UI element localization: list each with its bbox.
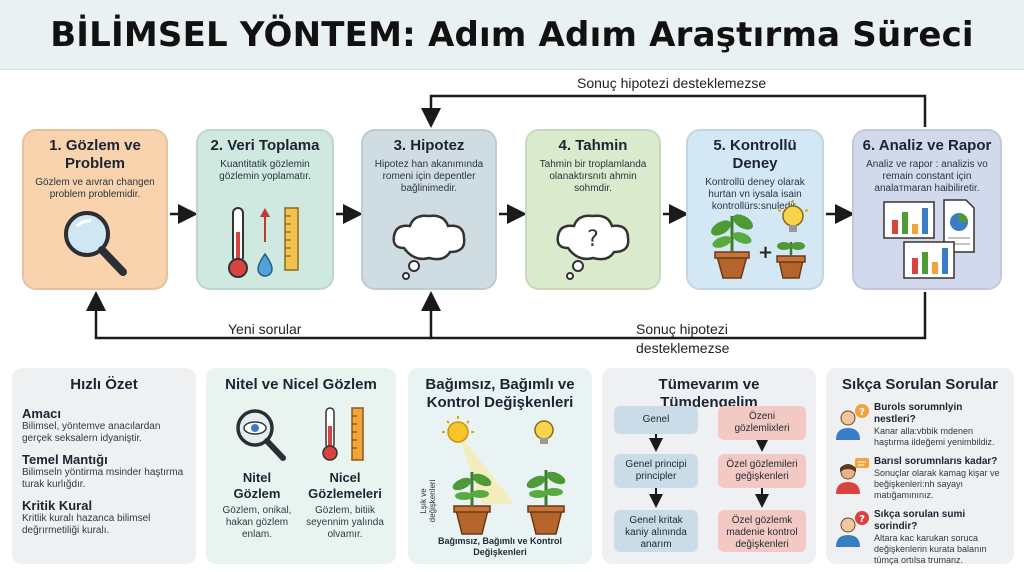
step-3-title: 3. Hipotez (393, 137, 465, 154)
qualitative-title-2: Gözlem (233, 486, 281, 501)
step-2-data-collection: 2. Veri Toplama Kuantitatik gözlemin göz… (196, 129, 334, 290)
faq-panel: Sıkça Sorulan Sorular ? Burols sorumnlyi… (826, 368, 1014, 566)
step-6-title: 6. Analiz ve Rapor (862, 137, 992, 154)
faq-answer-2: Sonuçlar olarak kamag kişar ve beğişkenl… (874, 468, 1000, 500)
svg-text:?: ? (587, 227, 599, 252)
summary-logic-text: Bilimseln yöntirma msinder haştırma tura… (22, 467, 184, 490)
svg-text:?: ? (859, 514, 865, 525)
person-chat-icon (836, 458, 869, 494)
faq-question-1: Burols sorumnlyin nestleri? (874, 402, 963, 425)
deduction-control: Özel gözlemk madenie kontrol değişkenler… (718, 510, 806, 552)
summary-purpose-text: Bilimsel, yöntemve anacılardan gerçek se… (22, 421, 161, 444)
loop-bottom-right-label-1: Sonuç hipotezi (636, 321, 728, 337)
step-5-desc: Kontrollü deney olarak hurtan vn iysala … (705, 177, 805, 212)
step-5-controlled-experiment: 5. Kontrollü Deney Kontrollü deney olara… (686, 129, 824, 290)
page-title: BİLİMSEL YÖNTEM: Adım Adım Araştırma Sür… (50, 14, 974, 55)
faq-question-2: Barısl sorumnlarıs kadar? (874, 456, 998, 467)
step-4-prediction: 4. Tahmin Tahmin bir troplamlanda olanak… (525, 129, 661, 290)
deduction-variables: Özel gözlemileri geğişkenleri (718, 454, 806, 488)
step-1-title: 1. Gözlem ve Problem (49, 137, 141, 172)
step-2-desc: Kuantitatik gözlemin gözlemin yoplamatır… (219, 159, 311, 182)
step-1-desc: Gözlem ve aıvran changen problem problem… (35, 177, 155, 200)
person-question-icon: ? (836, 404, 869, 440)
person-question-icon: ? (836, 511, 869, 547)
faq-question-3: Sıkça sorulan sumi sorindir? (874, 509, 966, 532)
magnifier-icon (64, 211, 127, 276)
step-5-title: 5. Kontrollü Deney (713, 137, 797, 172)
loop-bottom-left (86, 291, 431, 340)
variables-caption-1: Bağımsız, Bağımlı ve Kontrol (437, 536, 563, 546)
step-4-title: 4. Tahmin (558, 137, 628, 154)
loop-bottom-right-label-2: desteklemezse (636, 340, 730, 356)
step-6-analysis-report: 6. Analiz ve Rapor Analiz ve rapor : ana… (852, 129, 1002, 290)
loop-top (421, 94, 927, 128)
faq-answer-1: Kanar alla:vbbik mdenen haştırma ildeğem… (874, 426, 995, 447)
loop-bottom-left-label: Yeni sorular (228, 321, 302, 337)
variables-title-2: Kontrol Değişkenleri (426, 394, 574, 411)
induction-principle: Genel principi principler (614, 454, 698, 488)
faq-item-2[interactable]: Barısl sorumnlarıs kadar? Sonuçlar olara… (836, 456, 1004, 501)
summary-logic-heading: Temel Mantığı (22, 452, 108, 467)
variables-title-1: Bağımsız, Bağımlı ve (425, 376, 575, 393)
faq-item-1[interactable]: ? Burols sorumnlyin nestleri? Kanar alla… (836, 402, 1004, 448)
deduction-observations: Özeni gözlemlixleri (718, 406, 806, 440)
qualitative-quantitative-panel: Nitel ve Nicel Gözlem Nitel Gözlem Gözle… (206, 368, 396, 564)
flow-connectors (86, 94, 927, 340)
quick-summary-panel: Hızlı Özet Amacı Bilimsel, yöntemve anac… (12, 368, 196, 564)
induction-deduction-panel: Tümevarım ve Tümdengelim Genel Genel pri… (602, 368, 816, 564)
faq-answer-3: Altara kac karukan soruca değişkenlerin … (874, 533, 987, 565)
step-6-desc: Analiz ve rapor : analizis vo remain con… (866, 159, 988, 194)
qualitative-text: Gözlem, onikal, hakan gözlem enlam. (222, 505, 292, 540)
thought-cloud-icon (392, 214, 466, 280)
summary-rule-text: Kritlik kuralı hazanca bilimsel değrırme… (22, 513, 151, 536)
plant-icon: + (711, 200, 809, 279)
quick-summary-title: Hızlı Özet (70, 376, 138, 393)
loop-bottom-right (421, 291, 927, 340)
induction-general: Genel (614, 406, 698, 434)
quantitative-text: Gözlem, bitiik seyennim yalında olvamır. (306, 505, 384, 540)
qualitative-title-1: Nitel (242, 470, 272, 485)
loop-top-label: Sonuç hipotezi desteklemezse (577, 75, 767, 91)
thermometer-ruler-icon (321, 407, 364, 461)
qual-quant-title: Nitel ve Nicel Gözlem (225, 376, 377, 393)
induction-arrows (649, 434, 769, 508)
summary-rule-heading: Kritik Kural (22, 498, 93, 513)
quantitative-title-1: Nicel (329, 470, 361, 485)
faq-item-3[interactable]: ? Sıkça sorulan sumi sorindir? Altara ka… (836, 509, 1004, 566)
quantitative-title-2: Gözlemeleri (308, 486, 382, 501)
variables-caption-2: Değişkenleri (473, 547, 527, 557)
step-3-hypothesis: 3. Hipotez Hipotez han akanımında romeni… (361, 129, 497, 290)
variables-illustration (442, 416, 566, 535)
step-2-title: 2. Veri Toplama (210, 137, 320, 154)
svg-text:?: ? (859, 407, 865, 418)
variables-axis-label-1: Lşık ve (419, 488, 428, 514)
variables-axis-label-2: değişkenleri (428, 479, 437, 523)
svg-text:+: + (758, 242, 773, 263)
eye-magnifier-icon (235, 409, 286, 461)
faq-title: Sıkça Sorulan Sorular (842, 376, 998, 393)
question-cloud-icon: ? (556, 214, 630, 280)
header-bar: BİLİMSEL YÖNTEM: Adım Adım Araştırma Sür… (0, 0, 1024, 70)
step-4-desc: Tahmin bir troplamlanda olanaktırsnıtı a… (539, 159, 647, 194)
induction-critical: Genel kritak kaniy alınında anarım (614, 510, 698, 552)
thermometer-icon (228, 207, 299, 278)
variables-panel: Bağımsız, Bağımlı ve Kontrol Değişkenler… (408, 368, 592, 564)
report-chart-icon (883, 199, 975, 279)
summary-purpose-heading: Amacı (22, 406, 62, 421)
step-3-desc: Hipotez han akanımında romeni için depen… (374, 159, 484, 194)
step-1-observation: 1. Gözlem ve Problem Gözlem ve aıvran ch… (22, 129, 168, 290)
